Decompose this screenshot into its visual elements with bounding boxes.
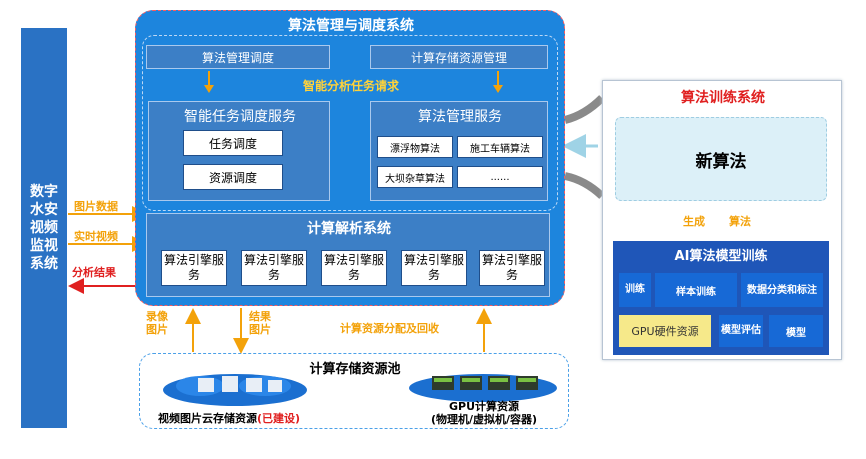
record-image-label: 录像图片 xyxy=(146,310,168,336)
engine-service: 算法引擎服务 xyxy=(241,250,307,286)
gpu-label-text: GPU计算资源 xyxy=(448,400,520,413)
engine-service: 算法引擎服务 xyxy=(321,250,387,286)
video-monitoring-system-label: 数字水安视频监视系统 xyxy=(30,184,58,272)
algorithm-item: 施工车辆算法 xyxy=(457,136,543,158)
model-cell: 模型 xyxy=(769,315,823,347)
task-scheduling-item: 任务调度 xyxy=(183,130,283,156)
gpu-resource-icon xyxy=(409,374,557,402)
algorithm-item: 漂浮物算法 xyxy=(377,136,453,158)
cloud-storage-icon xyxy=(163,374,307,406)
image-data-label: 图片数据 xyxy=(74,200,118,213)
data-labeling-cell: 数据分类和标注 xyxy=(741,273,823,307)
compute-parsing-system: 计算解析系统 算法引擎服务 算法引擎服务 算法引擎服务 算法引擎服务 算法引擎服… xyxy=(146,213,550,297)
training-cell: 训练 xyxy=(619,273,651,307)
algorithm-management-system: 算法管理与调度系统 算法管理调度 计算存储资源管理 智能分析任务请求 智能任务调… xyxy=(135,10,565,306)
algorithm-scheduling-box: 算法管理调度 xyxy=(146,45,330,69)
resource-alloc-label: 计算资源分配及回收 xyxy=(340,322,439,335)
ai-model-training-title: AI算法模型训练 xyxy=(674,249,768,264)
sample-training-cell: 样本训练 xyxy=(655,273,737,307)
management-area xyxy=(142,35,558,211)
new-algorithm-box: 新算法 xyxy=(615,117,827,201)
pool-title: 计算存储资源池 xyxy=(309,362,401,377)
model-eval-cell: 模型评估 xyxy=(719,315,763,347)
algorithm-mgmt-service: 算法管理服务 漂浮物算法 施工车辆算法 大坝杂草算法 ...... xyxy=(370,101,548,201)
gpu-sublabel: (物理机/虚拟机/容器) xyxy=(430,413,538,426)
task-scheduling-service: 智能任务调度服务 任务调度 资源调度 xyxy=(148,101,330,201)
down-arrows xyxy=(204,71,503,93)
storage-label-text: 视频图片云存储资源 xyxy=(158,412,257,425)
compute-storage-mgmt-box: 计算存储资源管理 xyxy=(370,45,548,69)
task-request-label: 智能分析任务请求 xyxy=(302,79,399,93)
video-monitoring-system: 数字水安视频监视系统 xyxy=(21,28,67,428)
storage-label: 视频图片云存储资源(已建设) xyxy=(158,410,300,426)
algorithm-item: 大坝杂草算法 xyxy=(377,166,453,188)
training-system-title: 算法训练系统 xyxy=(681,90,765,106)
engine-service: 算法引擎服务 xyxy=(479,250,545,286)
storage-status: (已建设) xyxy=(257,412,301,425)
algorithm-training-system: 算法训练系统 新算法 生成 算法 AI算法模型训练 训练 样本训练 数据分类和标… xyxy=(602,80,842,360)
training-curve-bottom xyxy=(564,172,605,199)
algorithm-item: ...... xyxy=(457,166,543,188)
algorithm-label: 算法 xyxy=(729,215,751,228)
analysis-result-label: 分析结果 xyxy=(72,266,116,279)
result-image-label: 结果图片 xyxy=(249,310,271,336)
task-scheduling-title: 智能任务调度服务 xyxy=(184,109,296,125)
gpu-resource-cell: GPU硬件资源 xyxy=(619,315,711,347)
generate-label: 生成 xyxy=(683,215,705,228)
engine-service: 算法引擎服务 xyxy=(161,250,227,286)
compute-storage-pool: 计算存储资源池 视频图片云存储资源(已建设) GPU计算资源 (物理机/虚拟机/… xyxy=(139,353,569,429)
resource-scheduling-item: 资源调度 xyxy=(183,164,283,190)
ai-model-training: AI算法模型训练 训练 样本训练 数据分类和标注 GPU硬件资源 模型评估 模型 xyxy=(613,241,829,355)
engine-service: 算法引擎服务 xyxy=(401,250,467,286)
gpu-label: GPU计算资源 (物理机/虚拟机/容器) xyxy=(416,400,552,426)
main-system-title: 算法管理与调度系统 xyxy=(288,18,414,34)
algorithm-mgmt-title: 算法管理服务 xyxy=(418,109,502,125)
training-curve-top xyxy=(563,95,605,124)
live-video-label: 实时视频 xyxy=(74,230,118,243)
compute-parsing-title: 计算解析系统 xyxy=(307,221,391,237)
